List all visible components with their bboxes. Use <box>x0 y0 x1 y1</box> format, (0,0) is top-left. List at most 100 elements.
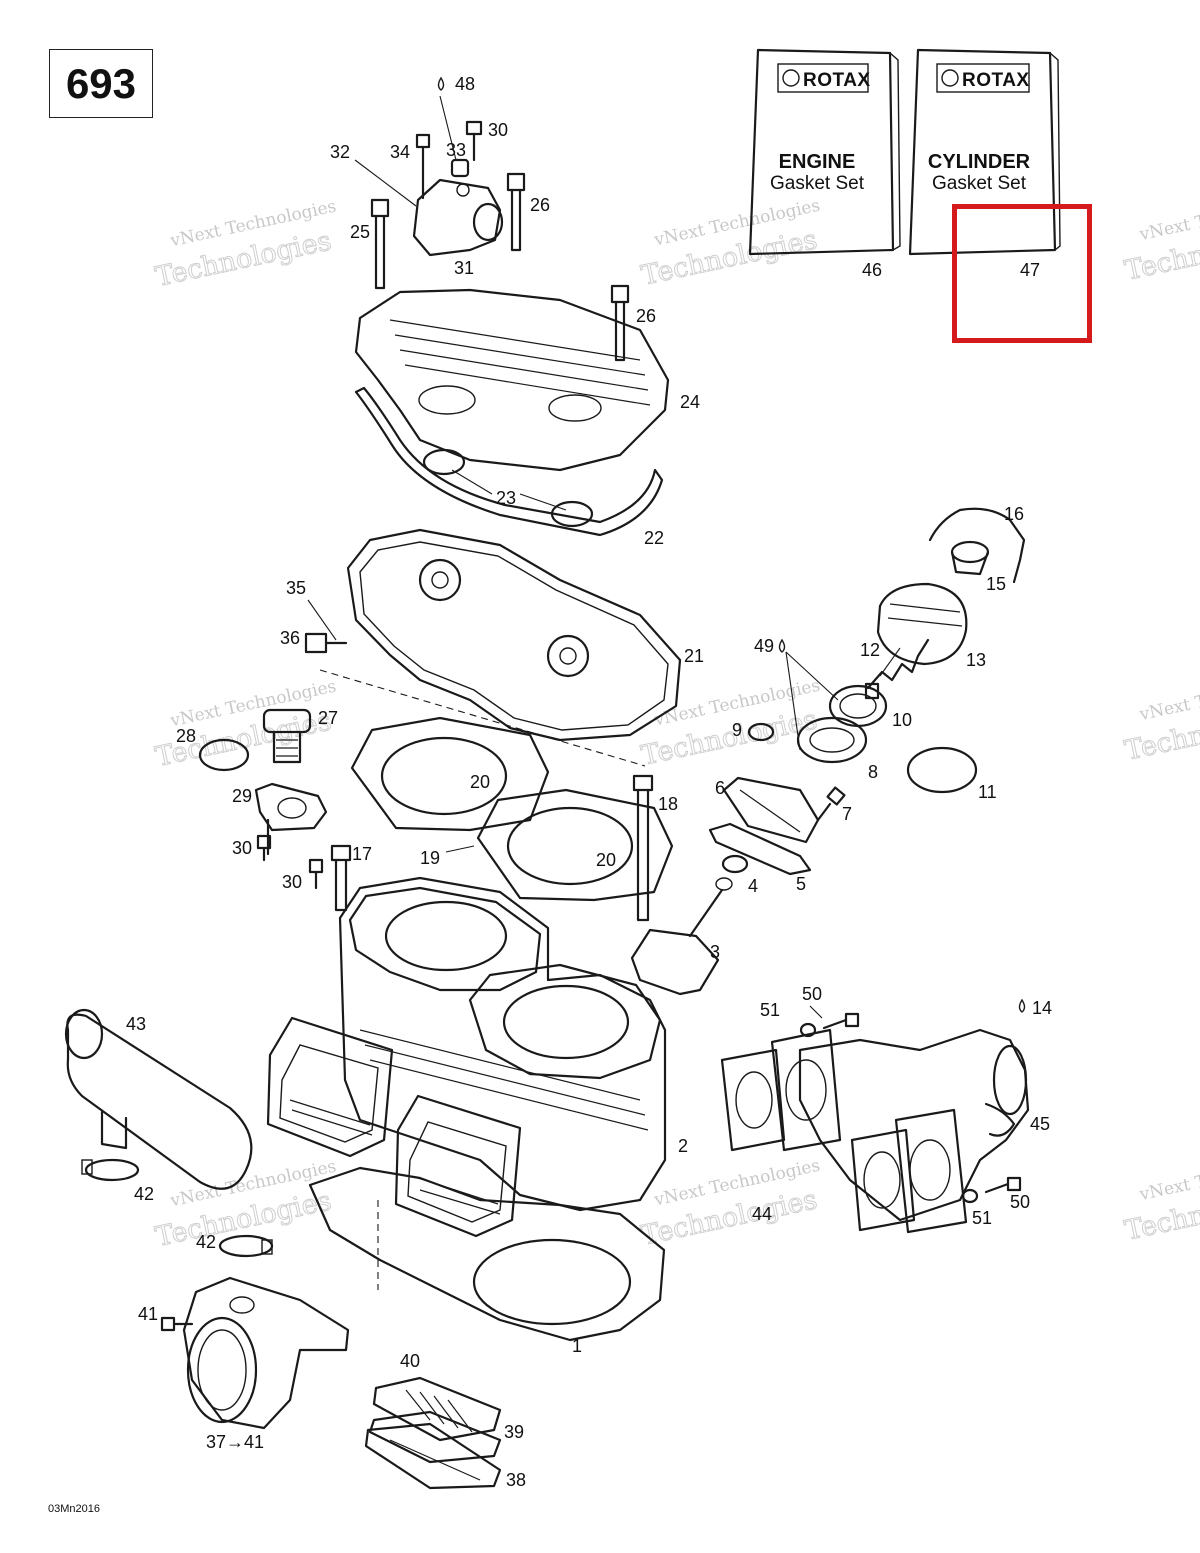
water-outlet-fitting[interactable] <box>412 178 504 257</box>
rotax-logo-icon <box>941 69 959 87</box>
intake-adapter-37[interactable] <box>182 1276 350 1430</box>
cylinder-gasket-set-booklet[interactable]: ROTAX CYLINDER Gasket Set <box>908 48 1061 256</box>
screw-50-lower[interactable] <box>984 1176 1022 1194</box>
diagram-number: 693 <box>49 49 153 118</box>
exhaust-manifold-45[interactable] <box>798 1028 1030 1222</box>
thermostat-cover-29[interactable] <box>254 782 328 856</box>
kit-title: CYLINDER <box>928 151 1031 173</box>
callout-38: 38 <box>506 1470 526 1490</box>
rave-intake-housing-left[interactable] <box>266 1016 394 1158</box>
o-ring-23-a[interactable] <box>422 448 466 476</box>
stud-17[interactable] <box>330 844 352 912</box>
callout-18: 18 <box>658 794 678 814</box>
callout-17: 17 <box>352 844 372 864</box>
callout-23: 23 <box>496 488 516 508</box>
callouts: 1 2 3 4 5 6 7 8 9 10 11 12 13 14 15 16 1… <box>126 74 1052 1490</box>
o-ring-23-b[interactable] <box>550 500 594 528</box>
washer-51-lower[interactable] <box>961 1188 979 1204</box>
valve-cover-6[interactable] <box>722 776 820 844</box>
callout-5: 5 <box>796 874 806 894</box>
manifold-adapter-upper[interactable] <box>770 1028 842 1152</box>
callout-32: 32 <box>330 142 350 162</box>
bolt-25[interactable] <box>370 198 390 290</box>
bolt-26-lower[interactable] <box>610 284 630 362</box>
callout-35: 35 <box>286 578 306 598</box>
lubricant-drop-icon <box>778 638 786 653</box>
cylinder-head-cover[interactable] <box>354 288 670 472</box>
callout-51-b: 51 <box>972 1208 992 1228</box>
callout-51-a: 51 <box>760 1000 780 1020</box>
thermostat-gasket-28[interactable] <box>198 738 250 772</box>
callout-48: 48 <box>455 74 475 94</box>
bolt-30-top[interactable] <box>465 120 483 162</box>
callout-8: 8 <box>868 762 878 782</box>
callout-4: 4 <box>748 876 758 896</box>
screw-41[interactable] <box>160 1316 194 1332</box>
watermark-9: vNext Technologies Technologies <box>1122 1150 1200 1247</box>
nut-9[interactable] <box>747 722 775 742</box>
callout-22: 22 <box>644 528 664 548</box>
thermostat[interactable] <box>262 708 312 764</box>
callout-11: 11 <box>978 782 997 802</box>
lubricant-drop-icon <box>1018 998 1026 1013</box>
callout-50-b: 50 <box>1010 1192 1030 1212</box>
manifold-gasket-44-upper[interactable] <box>720 1048 786 1152</box>
callout-50-a: 50 <box>802 984 822 1004</box>
hose-clamp-42-lower[interactable] <box>218 1234 274 1258</box>
reed-block-40[interactable] <box>372 1376 502 1442</box>
o-ring-11[interactable] <box>906 746 978 794</box>
valve-gasket-4[interactable] <box>721 854 749 874</box>
piston-8[interactable] <box>796 716 868 764</box>
callout-12: 12 <box>860 640 880 660</box>
exhaust-tube-43[interactable] <box>64 1008 253 1190</box>
callout-26-b: 26 <box>636 306 656 326</box>
cap-15[interactable] <box>950 540 990 576</box>
kit-title: ENGINE <box>779 151 856 173</box>
callout-36: 36 <box>280 628 300 648</box>
screw-30-left[interactable] <box>256 834 272 862</box>
gasket-39[interactable] <box>368 1410 502 1464</box>
hose-clamp-42-upper[interactable] <box>81 1158 140 1182</box>
washer-51-upper[interactable] <box>799 1022 817 1038</box>
manifold-gasket-44-lower[interactable] <box>850 1128 916 1232</box>
callout-47: 47 <box>1020 260 1040 280</box>
watermark-text: vNext Technologies <box>1137 190 1200 245</box>
callout-26-a: 26 <box>530 195 550 215</box>
callout-30-a: 30 <box>488 120 508 140</box>
exhaust-valve-3[interactable] <box>630 877 733 996</box>
bolt-26-upper[interactable] <box>506 172 526 252</box>
watermarks: vNext Technologies Technologies vNext Te… <box>152 190 1200 1253</box>
callout-33: 33 <box>446 140 466 160</box>
engine-gasket-set-booklet[interactable]: ROTAX ENGINE Gasket Set <box>748 48 901 256</box>
callout-30-c: 30 <box>282 872 302 892</box>
head-gasket-19[interactable] <box>350 716 674 902</box>
callout-37-41: 37→41 <box>206 1432 264 1452</box>
watermark-1: vNext Technologies Technologies <box>152 197 338 294</box>
screw-7[interactable] <box>816 786 846 822</box>
callout-39: 39 <box>504 1422 524 1442</box>
cylinder-base-gasket[interactable] <box>308 1166 666 1342</box>
callout-1: 1 <box>572 1336 582 1356</box>
nut-33[interactable] <box>450 158 470 178</box>
callout-20-b: 20 <box>596 850 616 870</box>
cylinder-head[interactable] <box>346 528 682 742</box>
lubricant-drop-icon <box>437 76 445 91</box>
cylinder-head-o-ring-22[interactable] <box>354 386 664 537</box>
bolt-34[interactable] <box>415 133 431 200</box>
stud-18[interactable] <box>632 774 654 922</box>
spring-12[interactable] <box>864 638 930 700</box>
callout-46: 46 <box>862 260 882 280</box>
valve-gasket-5[interactable] <box>708 822 812 876</box>
screw-30-lower[interactable] <box>308 858 324 890</box>
plug-36[interactable] <box>304 632 348 654</box>
valve-rod-10[interactable] <box>828 684 888 728</box>
retaining-clip-16[interactable] <box>928 507 1026 584</box>
cylinder-block[interactable] <box>338 876 667 1212</box>
manifold-adapter-lower[interactable] <box>894 1108 968 1234</box>
gasket-38[interactable] <box>364 1422 502 1490</box>
screw-50-upper[interactable] <box>822 1012 860 1030</box>
callout-7: 7 <box>842 804 852 824</box>
rave-intake-housing-right[interactable] <box>394 1094 522 1238</box>
valve-housing-13[interactable] <box>876 582 968 666</box>
